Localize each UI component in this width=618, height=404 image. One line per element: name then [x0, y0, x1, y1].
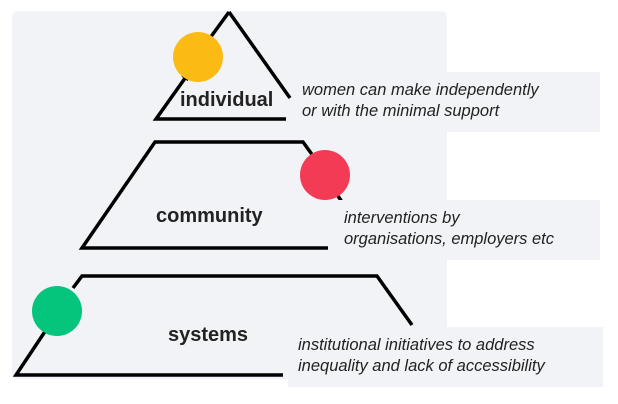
note-line: or with the minimal support	[302, 102, 500, 120]
note-line: institutional initiatives to address	[298, 336, 535, 354]
level-label-individual: individual	[180, 89, 274, 111]
note-line: inequality and lack of accessibility	[298, 357, 545, 375]
note-individual: women can make independently or with the…	[292, 72, 600, 132]
note-line: organisations, employers etc	[344, 230, 555, 248]
level-label-systems: systems	[168, 324, 249, 346]
community-dot	[300, 150, 350, 200]
note-line: interventions by	[344, 209, 460, 227]
individual-triangle	[227, 10, 292, 100]
level-label-community: community	[156, 205, 263, 227]
systems-dot	[32, 286, 82, 336]
community-trapezoid	[78, 140, 328, 250]
systems-trapezoid	[71, 274, 414, 327]
note-line: women can make independently	[302, 81, 539, 99]
individual-dot	[173, 32, 223, 82]
note-community: interventions by organisations, employer…	[334, 200, 600, 260]
note-systems: institutional initiatives to address ine…	[288, 327, 603, 387]
